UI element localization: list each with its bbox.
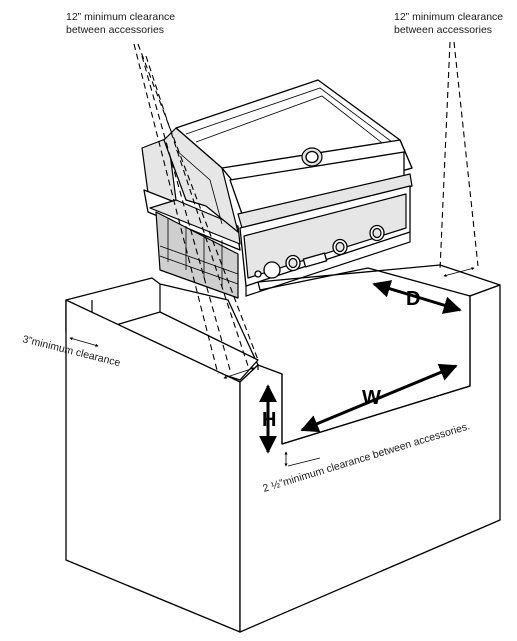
dimension-arrows xyxy=(259,280,462,454)
width-label: W xyxy=(362,387,381,409)
clearance-label-right-line1: 12” minimum clearance xyxy=(394,11,503,23)
depth-arrow-icon xyxy=(372,280,462,314)
depth-label: D xyxy=(406,288,420,310)
grill-icon xyxy=(141,79,413,299)
clearance-label-left-line1: 12” minimum clearance xyxy=(66,11,175,23)
countertop-island xyxy=(65,264,501,633)
display-panel xyxy=(302,252,328,268)
clearance-guide-lines xyxy=(69,41,479,467)
width-arrow-icon xyxy=(300,363,458,433)
knob-icon xyxy=(254,224,385,279)
height-label: H xyxy=(262,409,276,431)
clearance-label-left-line2: between accessories xyxy=(66,24,164,36)
clearance-label-right-line2: between accessories xyxy=(394,24,492,36)
